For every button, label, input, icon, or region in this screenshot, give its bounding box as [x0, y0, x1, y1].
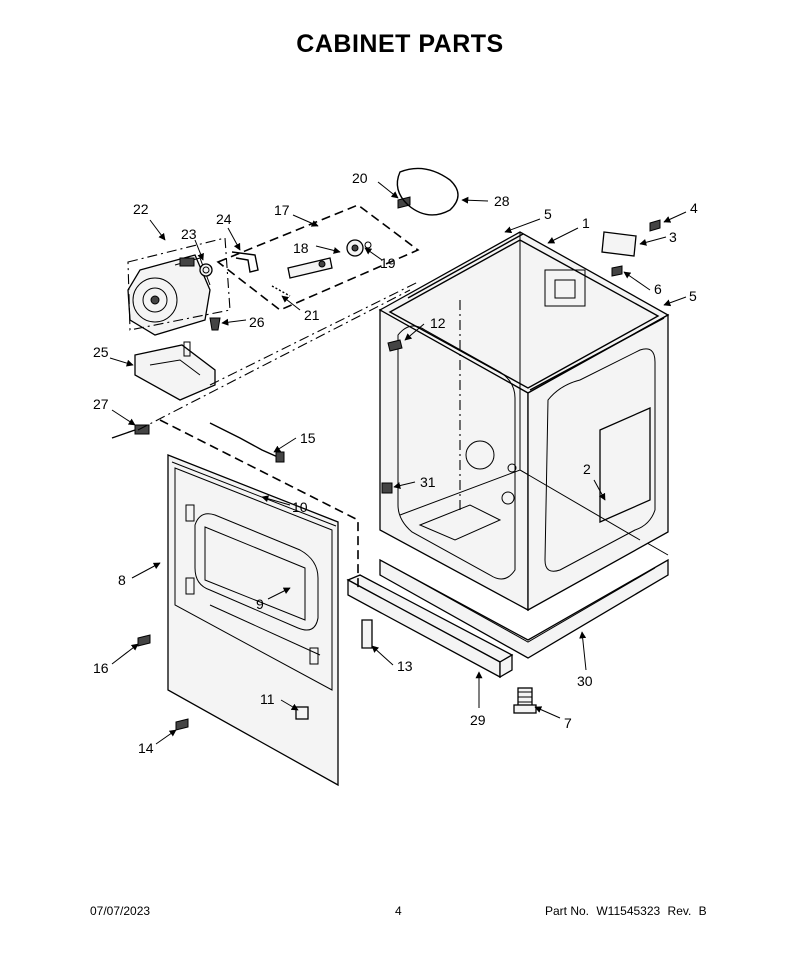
- callout-6: 6: [654, 281, 662, 297]
- wire-harness-15: [209, 422, 281, 459]
- footer-date: 07/07/2023: [90, 904, 151, 918]
- toe-panel-29: [346, 574, 514, 679]
- part-number: W11545323: [596, 904, 661, 918]
- callout-16: 16: [93, 660, 109, 676]
- cabinet-base-30: [379, 558, 669, 659]
- screw-16: [137, 634, 151, 647]
- door-seal-10: [171, 461, 337, 527]
- thermistor-27: [111, 424, 150, 439]
- callout-5-left: 5: [544, 206, 552, 222]
- callout-24: 24: [216, 211, 232, 227]
- callout-15: 15: [300, 430, 316, 446]
- indicator-lens-11: [295, 706, 309, 720]
- leader-lines: [109, 181, 687, 745]
- screw-31: [381, 482, 393, 494]
- front-panel-8: [167, 454, 339, 787]
- idler-arm-18: [287, 257, 333, 279]
- pulley-23: [199, 263, 213, 277]
- callout-30: 30: [577, 673, 593, 689]
- callout-13: 13: [397, 658, 413, 674]
- cabinet-part-1: [378, 231, 670, 612]
- rev-label: Rev.: [667, 904, 692, 918]
- motor-group-boundary: [127, 237, 231, 331]
- callout-28: 28: [494, 193, 510, 209]
- callout-23: 23: [181, 226, 197, 242]
- rev-value: B: [698, 904, 707, 918]
- leveling-foot-7: [513, 687, 537, 714]
- assembly-line-motor-to-cabinet: [137, 289, 411, 431]
- callout-20: 20: [352, 170, 368, 186]
- callout-1: 1: [582, 215, 590, 231]
- callout-22: 22: [133, 201, 149, 217]
- callout-9: 9: [256, 596, 264, 612]
- callout-14: 14: [138, 740, 154, 756]
- footer-page-number: 4: [395, 904, 402, 918]
- motor-clip-24: [231, 251, 259, 273]
- motor-bolt-26: [209, 317, 221, 331]
- callout-4: 4: [690, 200, 698, 216]
- callout-21: 21: [304, 307, 320, 323]
- callout-5-right: 5: [689, 288, 697, 304]
- callout-17: 17: [274, 202, 290, 218]
- part-label: Part No.: [545, 904, 590, 918]
- screw-6: [611, 265, 623, 277]
- callout-29: 29: [470, 712, 486, 728]
- callout-31: 31: [420, 474, 436, 490]
- callout-2: 2: [583, 461, 591, 477]
- callout-12: 12: [430, 315, 446, 331]
- footer-part-info: Part No. W11545323 Rev. B: [545, 904, 711, 918]
- top-bracket-5-right: [529, 317, 665, 391]
- callout-8: 8: [118, 572, 126, 588]
- callout-26: 26: [249, 314, 265, 330]
- service-cover-3: [601, 231, 637, 257]
- drive-belt-28: [396, 167, 459, 216]
- motor-mount-25: [134, 341, 216, 401]
- drive-motor-22: [127, 254, 211, 336]
- top-bracket-5-left: [407, 233, 524, 299]
- screw-12: [387, 339, 403, 352]
- callout-11: 11: [260, 691, 275, 707]
- callout-18: 18: [293, 240, 309, 256]
- assembly-line-front-panel: [159, 419, 359, 590]
- idler-spring-21: [271, 285, 291, 297]
- callout-3: 3: [669, 229, 677, 245]
- door-strike-13: [361, 619, 373, 649]
- page-title: CABINET PARTS: [296, 30, 504, 58]
- callout-7: 7: [564, 715, 572, 731]
- callout-19: 19: [380, 255, 396, 271]
- screw-14: [175, 718, 189, 731]
- callout-25: 25: [93, 344, 109, 360]
- callout-27: 27: [93, 396, 109, 412]
- screw-4: [649, 219, 661, 232]
- shaft-bolt-20: [397, 196, 411, 209]
- callout-10: 10: [292, 499, 308, 515]
